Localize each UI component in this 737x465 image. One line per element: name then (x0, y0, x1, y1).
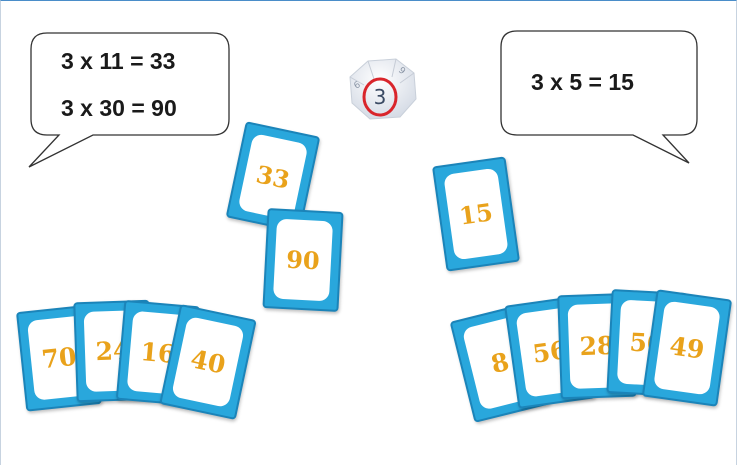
played-card[interactable]: 90 (262, 208, 344, 312)
die-value: 3 (373, 85, 387, 109)
played-card[interactable]: 15 (431, 156, 521, 272)
right-equation-1: 3 x 5 = 15 (531, 69, 634, 95)
left-speech-bubble: 3 x 11 = 33 3 x 30 = 90 (23, 27, 233, 173)
svg-text:6: 6 (353, 80, 363, 92)
speech-bubble-shape (500, 30, 698, 164)
left-equation-2: 3 x 30 = 90 (61, 95, 177, 121)
card-number: 40 (187, 344, 229, 380)
left-equation-1: 3 x 11 = 33 (61, 48, 176, 74)
die-icon: 6 9 (349, 58, 417, 120)
die[interactable]: 6 9 3 (342, 53, 420, 123)
right-speech-bubble: 3 x 5 = 15 (497, 27, 703, 167)
speech-bubble-shape (28, 32, 230, 168)
card-number: 49 (667, 331, 707, 365)
svg-text:9: 9 (396, 66, 407, 78)
card-number: 90 (285, 244, 321, 276)
card-number: 33 (253, 159, 293, 195)
hand-card[interactable]: 49 (641, 289, 733, 407)
card-number: 15 (457, 197, 495, 231)
